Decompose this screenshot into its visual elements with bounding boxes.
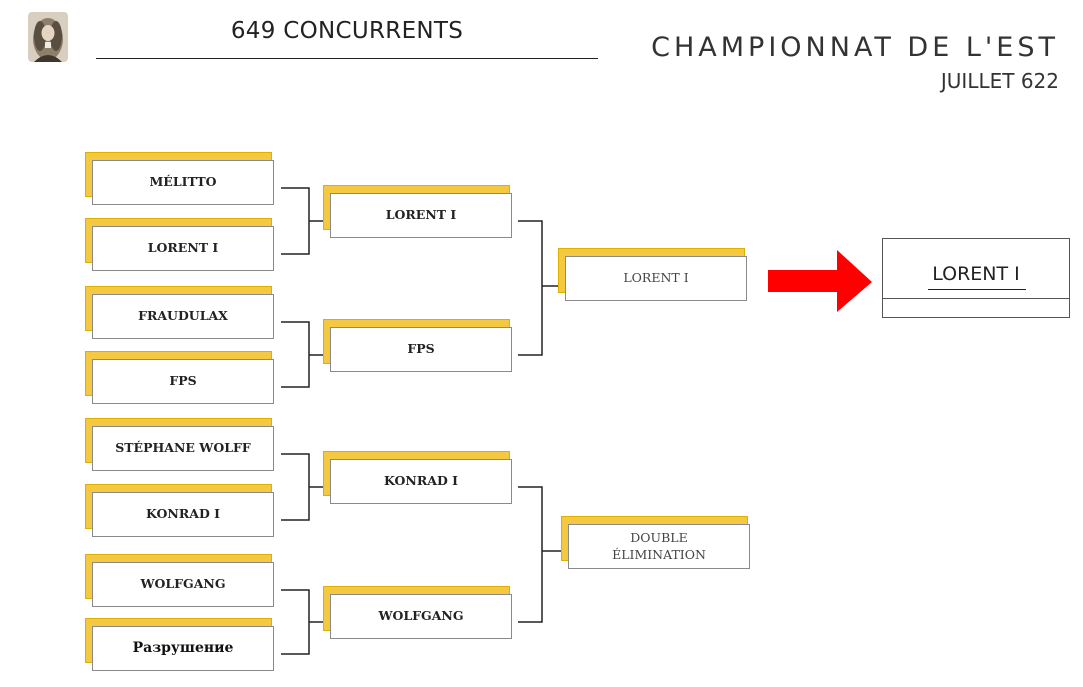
- header-underline: [96, 58, 598, 59]
- bracket-slot-r1-7: WOLFGANG: [85, 554, 274, 607]
- competitor-name: WOLFGANG: [92, 562, 274, 607]
- competitor-name: LORENT I: [565, 256, 747, 301]
- competitor-name: FRAUDULAX: [92, 294, 274, 339]
- competitor-name: Разрушение: [92, 626, 274, 671]
- bracket-slot-r1-2: LORENT I: [85, 218, 274, 271]
- competitor-name: LORENT I: [330, 193, 512, 238]
- bracket-slot-r2-1: LORENT I: [323, 185, 512, 238]
- round2-connectors: [518, 220, 561, 623]
- competitor-name: FPS: [92, 359, 274, 404]
- competitor-name: STÉPHANE WOLFF: [92, 426, 274, 471]
- connector-r1-pair2: [281, 321, 310, 388]
- bracket-slot-r2-2: FPS: [323, 319, 512, 372]
- round1-connectors: [281, 187, 323, 655]
- bracket-slot-r1-8: Разрушение: [85, 618, 274, 671]
- winner-divider: [883, 298, 1069, 299]
- competitor-name: WOLFGANG: [330, 594, 512, 639]
- connector-r1-pair3: [281, 453, 310, 521]
- competitor-name: FPS: [330, 327, 512, 372]
- arrow-right-icon: [768, 250, 872, 312]
- bracket-slot-r1-1: MÉLITTO: [85, 152, 274, 205]
- connector-r1-pair4: [281, 589, 310, 655]
- bracket-slot-r1-6: KONRAD I: [85, 484, 274, 537]
- connector-r1-pair1: [281, 187, 310, 255]
- bracket-slot-r3-2: DOUBLE ÉLIMINATION: [561, 516, 750, 569]
- bracket-slot-r2-3: KONRAD I: [323, 451, 512, 504]
- competitor-name: KONRAD I: [92, 492, 274, 537]
- competitor-name: MÉLITTO: [92, 160, 274, 205]
- bracket-slot-r2-4: WOLFGANG: [323, 586, 512, 639]
- portrait-icon: [28, 12, 68, 62]
- bracket-slot-r1-4: FPS: [85, 351, 274, 404]
- winner-name: LORENT I: [932, 263, 1020, 285]
- page-subtitle: JUILLET 622: [940, 69, 1059, 93]
- connector-r2-pair2: [518, 486, 543, 623]
- winner-underline: [928, 289, 1026, 290]
- page-title: CHAMPIONNAT DE L'EST: [651, 32, 1059, 63]
- bracket-slot-r1-3: FRAUDULAX: [85, 286, 274, 339]
- competitor-count: 649 CONCURRENTS: [230, 18, 464, 44]
- competitor-name: KONRAD I: [330, 459, 512, 504]
- competitor-name: LORENT I: [92, 226, 274, 271]
- winner-box: LORENT I: [882, 238, 1070, 318]
- bracket-slot-r1-5: STÉPHANE WOLFF: [85, 418, 274, 471]
- connector-r2-pair1: [518, 220, 543, 356]
- bracket-slot-r3-1: LORENT I: [558, 248, 747, 301]
- competitor-name: DOUBLE ÉLIMINATION: [568, 524, 750, 569]
